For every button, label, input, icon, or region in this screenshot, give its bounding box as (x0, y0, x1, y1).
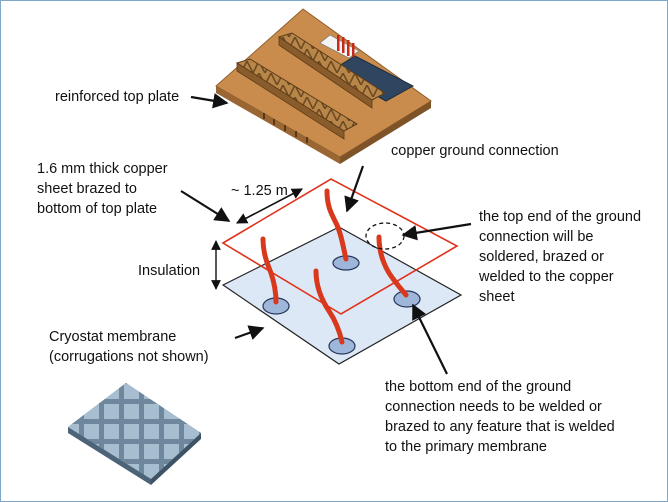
insulation-label: Insulation (138, 263, 201, 279)
pointer-arrows (180, 93, 472, 375)
dimension-arrow (236, 188, 303, 224)
copper-sheet-label: 1.6 mm thick copper sheet brazed to bott… (37, 161, 168, 217)
top-end-note: the top end of the ground connection wil… (479, 209, 642, 305)
membrane-plane (221, 226, 463, 365)
bottom-end-note: the bottom end of the ground connection … (385, 379, 615, 455)
reinforced-top-plate-label: reinforced top plate (55, 89, 180, 105)
reinforced-top-plate-model (215, 8, 432, 164)
copper-ground-connection-label: copper ground connection (391, 143, 559, 159)
dimension-label: ~ 1.25 m (231, 183, 288, 199)
cryostat-membrane-label: Cryostat membrane (corrugations not show… (49, 329, 209, 365)
corrugated-membrane-model (68, 383, 201, 485)
